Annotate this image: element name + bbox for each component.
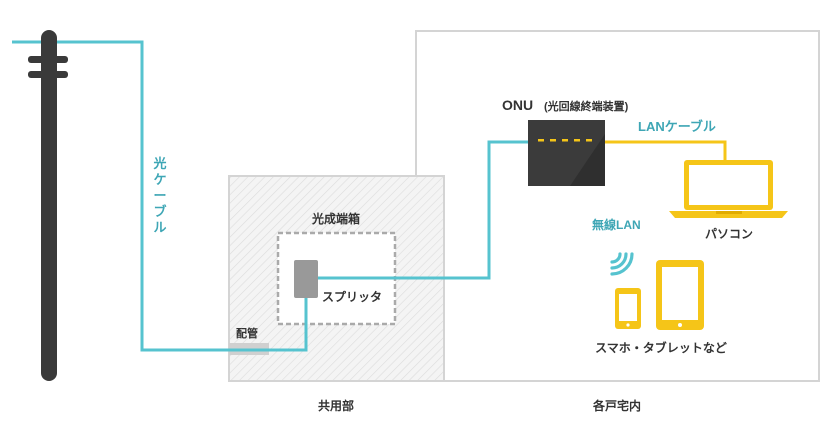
wifi-icon bbox=[610, 252, 634, 276]
splitter-to-onu-cable bbox=[318, 140, 528, 280]
fiber-cable bbox=[12, 40, 308, 352]
conduit-label: 配管 bbox=[236, 326, 258, 340]
onu-icon bbox=[528, 120, 605, 186]
svg-text:ー: ー bbox=[153, 188, 166, 203]
common-area-label: 共用部 bbox=[318, 398, 354, 413]
laptop-icon bbox=[669, 160, 788, 218]
mobile-label: スマホ・タブレットなど bbox=[595, 340, 727, 355]
splitter-box-label: 光成端箱 bbox=[311, 211, 360, 226]
utility-pole-icon bbox=[28, 30, 68, 381]
wireless-lan-label: 無線LAN bbox=[592, 217, 641, 232]
tablet-icon bbox=[656, 260, 704, 330]
onu-label: ONU bbox=[502, 97, 533, 113]
lan-cable-label: LANケーブル bbox=[638, 119, 716, 134]
splitter-icon bbox=[294, 260, 318, 298]
dwelling-label: 各戸宅内 bbox=[592, 398, 641, 413]
svg-text:ケ: ケ bbox=[153, 172, 166, 187]
svg-text:ブ: ブ bbox=[153, 204, 166, 219]
fiber-cable-label: 光 ケ ー ブ ル bbox=[152, 156, 166, 235]
lan-cable bbox=[605, 140, 727, 160]
splitter-label: スプリッタ bbox=[322, 289, 382, 304]
pc-label: パソコン bbox=[705, 227, 753, 241]
svg-text:ル: ル bbox=[153, 220, 166, 235]
onu-sublabel: (光回線終端装置) bbox=[544, 99, 629, 113]
smartphone-icon bbox=[615, 288, 641, 329]
svg-text:光: 光 bbox=[152, 156, 166, 171]
